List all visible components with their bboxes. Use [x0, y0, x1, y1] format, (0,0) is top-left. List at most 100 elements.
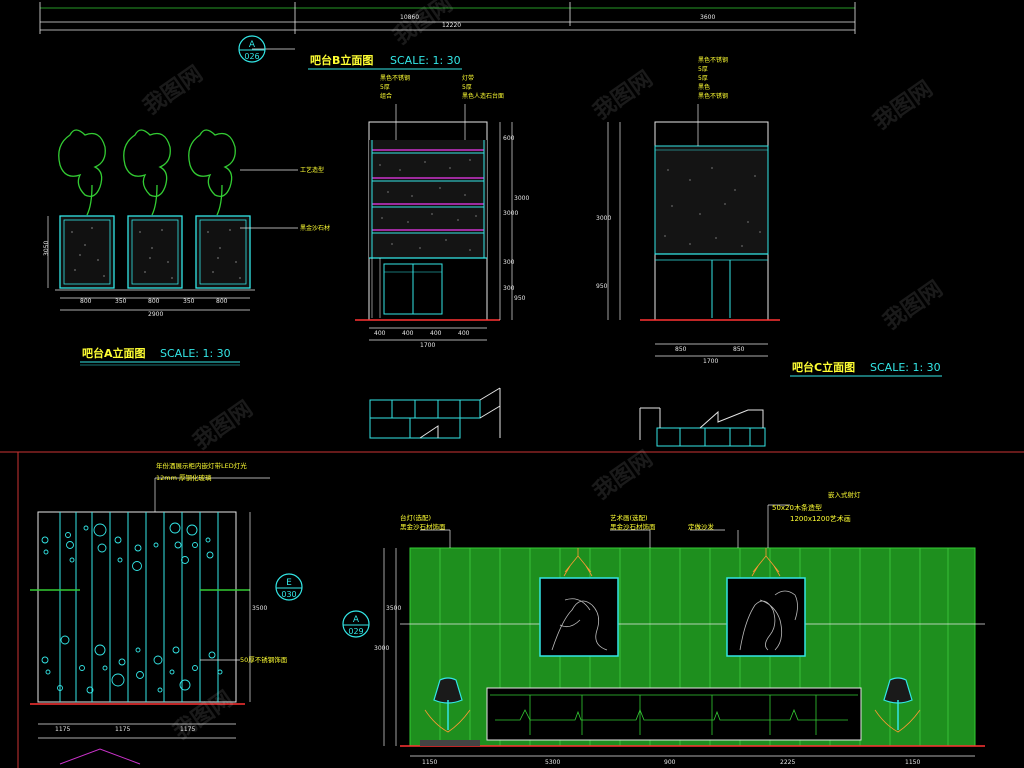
planter-dim-height: 3050	[43, 241, 50, 256]
bar-callout-3: 定做沙发	[688, 522, 715, 531]
title-c-scale: SCALE: 1: 30	[870, 361, 941, 374]
bar-dim-w5: 1150	[905, 759, 920, 766]
wall-dim-w3: 1175	[180, 726, 195, 733]
art-frame-left	[539, 577, 619, 657]
bar-dim-w1: 1150	[422, 759, 437, 766]
marker-a029-bottom: 029	[348, 627, 363, 636]
b-dim-w1: 400	[374, 330, 386, 337]
watermark-3: 我图网	[589, 67, 657, 125]
bar-callout-2a: 艺术画(选配)	[610, 513, 648, 522]
planter-box-1	[59, 215, 115, 289]
c-dim-h2: 950	[596, 283, 608, 290]
title-a-text: 吧台A立面图	[82, 346, 146, 360]
wall-callout-1: 年份酒展示柜内嵌灯带LED灯光	[156, 461, 247, 470]
bar-back-elevation: A 029 台灯(选配) 黑金沙石材饰面 艺术画(选配) 黑金沙石材饰面 定做沙…	[342, 490, 985, 766]
bar-callout-2b: 黑金沙石材饰面	[610, 522, 656, 531]
marker-e030-bottom: 030	[281, 590, 296, 599]
wall-callout-3: 50厚不锈钢饰面	[240, 655, 288, 664]
c-plan-view	[639, 407, 766, 447]
wall-callout-2: 12mm 厚钢化玻璃	[156, 473, 212, 482]
c-elevation-cabinet: 黑色不锈钢 5厚 5厚 黑色 黑色不锈钢 850 850 1700 3000 9…	[596, 56, 780, 365]
planter-dim-3: 800	[148, 298, 160, 305]
wall-dim-w1: 1175	[55, 726, 70, 733]
marker-a026-bottom: 026	[244, 52, 259, 61]
b-dim-w3: 400	[430, 330, 442, 337]
bar-callout-1a: 台灯(选配)	[400, 513, 431, 522]
planter-elevation: 工艺造型 黑金沙石材 800 350 800 350 800 2900 3050	[43, 129, 330, 318]
bar-callout-4b: 50x20木条造型	[772, 503, 822, 512]
table-lamp-right	[874, 677, 921, 733]
bar-dim-w3: 900	[664, 759, 676, 766]
watermark-5: 我图网	[189, 397, 257, 455]
wine-display-wall: 年份酒展示柜内嵌灯带LED灯光 12mm 厚钢化玻璃 50厚不锈钢饰面 E 03…	[30, 461, 303, 765]
watermark-6: 我图网	[589, 447, 657, 505]
planter-callout-top: 工艺造型	[300, 166, 324, 174]
c-callout-3: 5厚	[698, 75, 708, 82]
b-dim-h5: 3000	[514, 195, 529, 202]
top-dimension-strip	[39, 2, 856, 34]
b-dim-h2: 3000	[503, 210, 518, 217]
b-dim-h3: 300	[503, 259, 515, 266]
b-callout-left-1: 黑色不锈钢	[380, 74, 410, 82]
b-callout-right-3: 黑色人造石台面	[462, 92, 504, 100]
c-callout-1: 黑色不锈钢	[698, 56, 728, 64]
bar-dim-h2: 3500	[386, 605, 401, 612]
b-callout-right-2: 5厚	[462, 84, 472, 91]
c-dim-h1: 3000	[596, 215, 611, 222]
marker-a029-top: A	[353, 615, 360, 625]
watermark-1: 我图网	[139, 62, 207, 120]
bar-dim-w4: 2225	[780, 759, 795, 766]
c-callout-2: 5厚	[698, 66, 708, 73]
c-dim-w2: 850	[733, 346, 745, 353]
bar-callout-4c: 1200x1200艺术画	[790, 514, 851, 523]
wall-dim-h: 3500	[252, 605, 267, 612]
planter-dim-4: 350	[183, 298, 195, 305]
title-c-text: 吧台C立面图	[792, 360, 855, 374]
bar-callout-4a: 嵌入式射灯	[828, 490, 861, 499]
b-dim-h4: 300	[503, 285, 515, 292]
wall-dim-w2: 1175	[115, 726, 130, 733]
marker-a026-top: A	[249, 40, 256, 50]
planter-dim-2: 350	[115, 298, 127, 305]
c-dim-total: 1700	[703, 358, 718, 365]
planter-leaf-shapes	[58, 129, 236, 216]
b-dim-w4: 400	[458, 330, 470, 337]
b-callout-left-3: 组合	[380, 92, 392, 100]
b-callout-right-1: 灯带	[462, 74, 474, 82]
b-dim-h6: 950	[514, 295, 526, 302]
title-b-text: 吧台B立面图	[310, 53, 373, 67]
planter-box-2	[127, 215, 183, 289]
planter-dim-5: 800	[216, 298, 228, 305]
b-callout-left-2: 5厚	[380, 84, 390, 91]
b-dim-total: 1700	[420, 342, 435, 349]
c-callout-4: 黑色	[698, 83, 710, 91]
title-b-elevation: 吧台B立面图 SCALE: 1: 30	[308, 53, 462, 70]
planter-stone-texture	[71, 227, 241, 279]
watermark-7: 我图网	[879, 277, 947, 335]
planter-dim-1: 800	[80, 298, 92, 305]
bar-callout-1b: 黑金沙石材饰面	[400, 522, 446, 531]
b-plan-view	[369, 387, 501, 439]
c-dim-w1: 850	[675, 346, 687, 353]
title-b-scale: SCALE: 1: 30	[390, 54, 461, 67]
bar-counter	[486, 687, 862, 741]
bar-dim-h1: 3000	[374, 645, 389, 652]
bubble-pattern	[41, 522, 223, 694]
watermark-4: 我图网	[869, 77, 937, 135]
planter-dim-total: 2900	[148, 311, 163, 318]
bar-dim-w2: 5300	[545, 759, 560, 766]
section-marker-a029: A 029	[342, 610, 370, 638]
top-dim-1: 10860	[400, 14, 419, 21]
top-dim-3: 3600	[700, 14, 715, 21]
section-marker-a026: A 026	[238, 35, 295, 63]
title-a-scale: SCALE: 1: 30	[160, 347, 231, 360]
planter-box-3	[195, 215, 251, 289]
c-callout-5: 黑色不锈钢	[698, 92, 728, 100]
b-dim-w2: 400	[402, 330, 414, 337]
watermark-8: 我图网	[169, 687, 237, 745]
top-dim-2: 12220	[442, 22, 461, 29]
b-elevation-cabinet: 黑色不锈钢 5厚 组合 灯带 5厚 黑色人造石台面 400 400 400 40…	[355, 74, 529, 349]
title-a-elevation: 吧台A立面图 SCALE: 1: 30	[80, 346, 240, 366]
b-dim-h1: 600	[503, 135, 515, 142]
